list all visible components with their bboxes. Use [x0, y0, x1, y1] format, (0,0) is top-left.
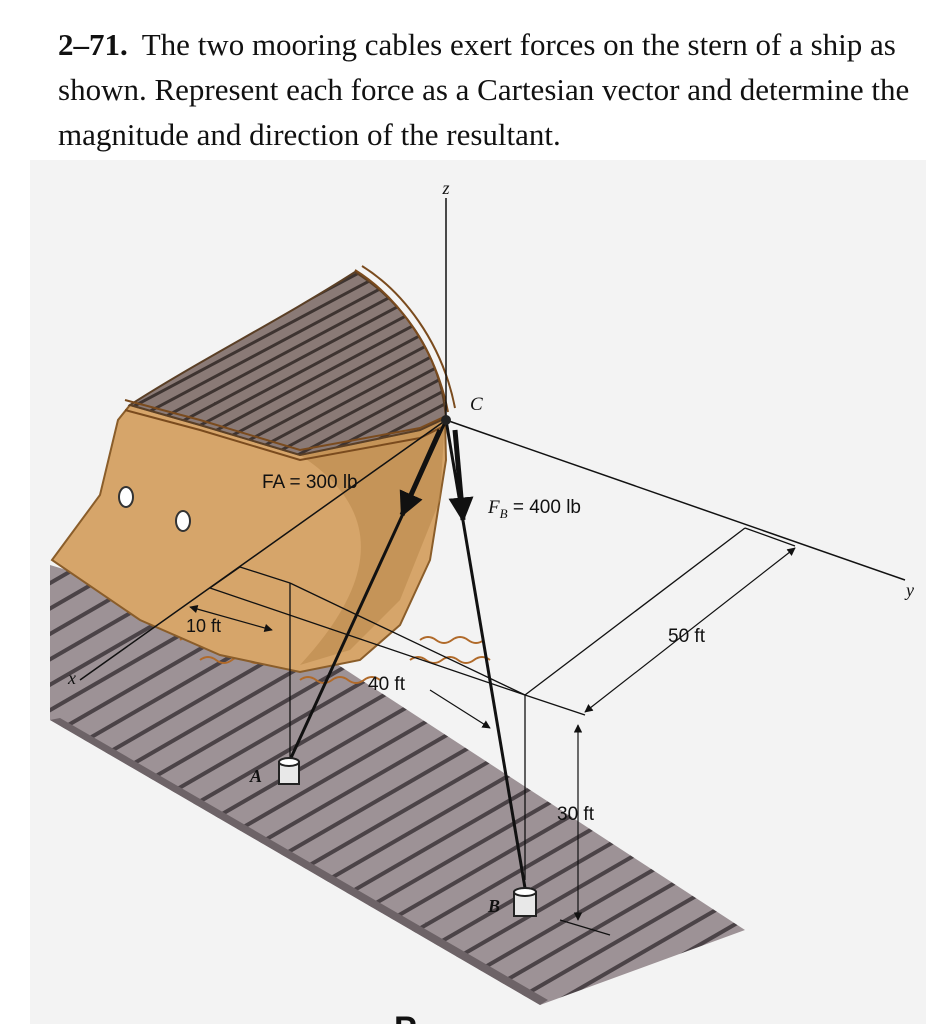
deck-railing	[124, 265, 456, 462]
dimension-30ft-label: 30 ft	[557, 804, 595, 825]
z-axis-label: z	[441, 178, 449, 198]
dimension-40ft-label: 40 ft	[368, 674, 406, 695]
ship-deck	[127, 270, 448, 457]
dimension-50ft-label: 50 ft	[668, 626, 706, 647]
y-axis	[445, 419, 906, 581]
figure-caption: P	[394, 1010, 417, 1024]
problem-statement: 2–71.The two mooring cables exert forces…	[58, 22, 918, 157]
point-c-marker	[441, 415, 451, 425]
force-a-label: FA = 300 lb	[262, 472, 358, 493]
force-a-arrow	[399, 428, 443, 518]
dimension-10ft-label: 10 ft	[186, 616, 221, 636]
porthole	[175, 510, 191, 532]
force-b-value: = 400 lb	[508, 497, 581, 518]
point-b-label: B	[487, 896, 500, 916]
dimension-40ft	[429, 689, 491, 729]
x-axis-label: x	[67, 668, 76, 688]
dimension-10ft	[189, 604, 273, 633]
bollard-a	[278, 757, 300, 785]
dimension-30ft	[559, 724, 611, 936]
problem-number: 2–71.	[58, 27, 128, 62]
force-b-symbol: F	[487, 497, 500, 518]
dock-surface	[50, 565, 745, 1005]
force-b-subscript: B	[500, 506, 508, 521]
hull-shadow	[300, 418, 445, 665]
y-axis-label: y	[904, 580, 914, 600]
dimension-50ft	[584, 547, 796, 713]
point-c-label: C	[470, 394, 483, 415]
porthole	[118, 486, 134, 508]
point-a-label: A	[249, 766, 262, 786]
x-axis	[79, 419, 447, 681]
force-b-arrow	[448, 429, 474, 523]
problem-text: The two mooring cables exert forces on t…	[58, 27, 910, 152]
bollard-b	[513, 887, 537, 917]
dock-edge	[50, 718, 548, 1005]
force-b-label: FB = 400 lb	[487, 497, 581, 521]
